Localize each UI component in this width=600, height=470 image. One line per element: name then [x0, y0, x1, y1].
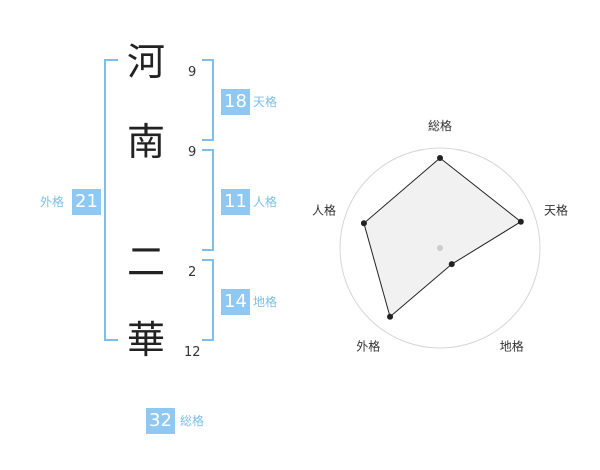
- soukaku-label: 総格: [180, 414, 205, 428]
- chikaku-bracket: [202, 259, 214, 341]
- tenkaku-value: 18: [221, 89, 250, 115]
- radar-axis-label-3: 地格: [500, 339, 524, 354]
- radar-point-2: [517, 218, 524, 225]
- name-char-1: 河: [126, 40, 165, 84]
- soukaku-value: 32: [146, 408, 175, 434]
- radar-axis-label-5: 人格: [312, 202, 336, 217]
- jinkaku-value: 11: [221, 189, 250, 215]
- stroke-count-2: 9: [188, 145, 197, 160]
- gaikaku-value: 21: [72, 189, 101, 215]
- radar-axis-label-1: 総格: [428, 118, 452, 133]
- radar-points: [360, 155, 524, 320]
- tenkaku-bracket: [202, 59, 214, 141]
- stroke-count-4: 12: [184, 345, 201, 360]
- radar-point-5: [360, 220, 367, 227]
- radar-axis-label-2: 天格: [544, 202, 568, 217]
- radar-area: [363, 157, 522, 318]
- radar-point-4: [387, 313, 394, 320]
- name-char-2: 南: [126, 120, 165, 164]
- chikaku-label: 地格: [253, 295, 278, 309]
- radar-axis-label-4: 外格: [356, 339, 380, 354]
- jinkaku-label: 人格: [253, 195, 278, 209]
- gaikaku-bracket: [104, 59, 118, 341]
- jinkaku-bracket: [202, 149, 214, 251]
- radar-center: [437, 245, 443, 251]
- radar-point-1: [437, 155, 443, 161]
- stroke-count-3: 2: [188, 265, 197, 280]
- tenkaku-label: 天格: [253, 95, 278, 109]
- name-char-4: 華: [126, 318, 165, 362]
- name-char-3: 二: [126, 240, 165, 284]
- gaikaku-label: 外格: [40, 195, 65, 209]
- stroke-count-1: 9: [188, 65, 197, 80]
- radar-point-3: [448, 261, 455, 268]
- chikaku-value: 14: [221, 289, 250, 315]
